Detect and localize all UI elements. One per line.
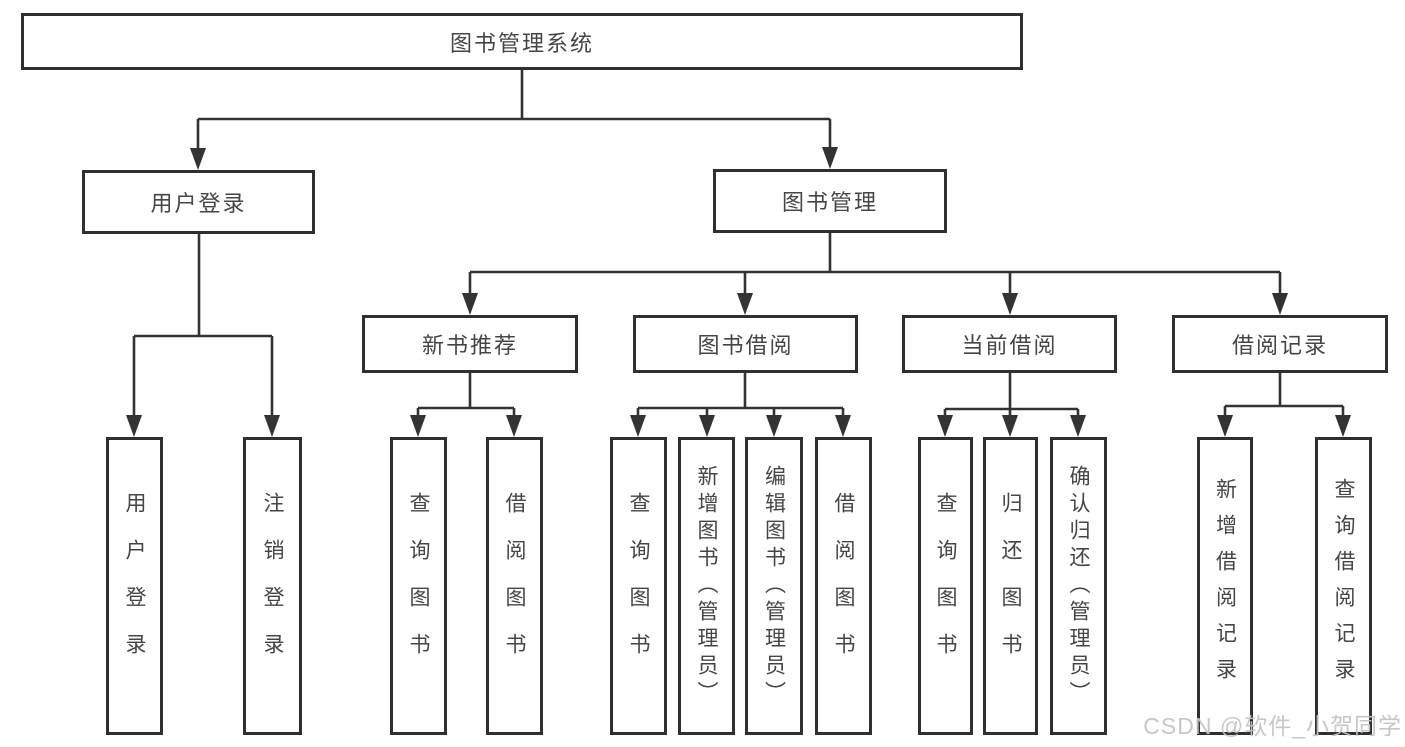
arrowhead: [630, 415, 646, 437]
connector-borrow-records: [1223, 373, 1345, 415]
watermark: CSDN @软件_小贺同学: [1143, 713, 1402, 739]
leaf-add-borrow-record: 新增借阅记录: [1197, 437, 1253, 735]
leaf-edit-book-admin-label: 编辑图书（管理员）: [762, 464, 786, 708]
node-book-borrow: 图书借阅: [633, 315, 858, 373]
node-root: 图书管理系统: [21, 13, 1023, 70]
leaf-query-books-current: 查询图书: [918, 437, 973, 735]
node-current-borrow-label: 当前借阅: [961, 333, 1058, 358]
arrowhead: [699, 415, 715, 437]
arrowhead: [264, 415, 280, 437]
node-root-label: 图书管理系统: [449, 30, 594, 56]
leaf-return-books: 归还图书: [983, 437, 1038, 735]
node-current-borrow: 当前借阅: [902, 315, 1117, 373]
connector-root: [196, 70, 832, 148]
node-book-borrow-label: 图书借阅: [697, 333, 794, 358]
arrowhead: [126, 415, 142, 437]
leaf-add-book-admin: 新增图书（管理员）: [678, 437, 735, 735]
node-book-management: 图书管理: [713, 169, 947, 233]
node-book-management-label: 图书管理: [781, 190, 878, 215]
leaf-borrow-books-recommend-label: 借阅图书: [503, 492, 526, 680]
leaf-borrow-books-label: 借阅图书: [832, 492, 855, 680]
node-borrow-records-label: 借阅记录: [1231, 333, 1328, 358]
connector-book-borrow: [636, 373, 845, 415]
leaf-add-book-admin-label: 新增图书（管理员）: [695, 464, 718, 708]
leaf-add-borrow-record-label: 新增借阅记录: [1213, 478, 1237, 694]
arrowhead: [1217, 415, 1233, 437]
leaf-query-books-borrow-label: 查询图书: [627, 492, 650, 680]
arrowhead: [1272, 293, 1288, 315]
leaf-query-borrow-record: 查询借阅记录: [1315, 437, 1372, 735]
arrowhead: [835, 415, 851, 437]
leaf-confirm-return-admin: 确认归还（管理员）: [1050, 437, 1107, 735]
leaf-return-books-label: 归还图书: [999, 492, 1022, 680]
leaf-query-books-recommend: 查询图书: [390, 437, 447, 735]
leaf-query-books-recommend-label: 查询图书: [407, 492, 430, 680]
arrowhead: [737, 293, 753, 315]
node-user-login-label: 用户登录: [150, 191, 247, 216]
arrowhead: [1070, 415, 1086, 437]
arrowhead: [822, 147, 838, 169]
arrowhead: [410, 415, 426, 437]
connector-new-book: [416, 373, 516, 415]
leaf-logout-label: 注销登录: [261, 492, 284, 680]
arrowhead: [766, 415, 782, 437]
leaf-borrow-books-recommend: 借阅图书: [486, 437, 543, 735]
leaf-query-books-current-label: 查询图书: [934, 492, 957, 680]
leaf-confirm-return-admin-label: 确认归还（管理员）: [1067, 464, 1090, 708]
node-new-book-recommend-label: 新书推荐: [421, 333, 518, 358]
leaf-user-login-label: 用户登录: [123, 492, 146, 680]
leaf-edit-book-admin: 编辑图书（管理员）: [745, 437, 803, 735]
arrowhead: [1335, 415, 1351, 437]
connector-book-management: [468, 233, 1282, 293]
arrowhead: [1002, 415, 1018, 437]
node-new-book-recommend: 新书推荐: [362, 315, 578, 373]
leaf-user-login: 用户登录: [106, 437, 163, 735]
leaf-query-borrow-record-label: 查询借阅记录: [1332, 478, 1355, 694]
connector-user-login: [132, 234, 274, 415]
node-borrow-records: 借阅记录: [1172, 315, 1388, 373]
arrowhead: [937, 415, 953, 437]
connector-current-borrow: [943, 373, 1080, 415]
leaf-logout: 注销登录: [243, 437, 302, 735]
node-user-login: 用户登录: [82, 170, 315, 234]
arrowhead: [1002, 293, 1018, 315]
arrowhead: [190, 148, 206, 170]
leaf-query-books-borrow: 查询图书: [610, 437, 667, 735]
leaf-borrow-books: 借阅图书: [815, 437, 872, 735]
arrowhead: [506, 415, 522, 437]
arrowhead: [462, 293, 478, 315]
